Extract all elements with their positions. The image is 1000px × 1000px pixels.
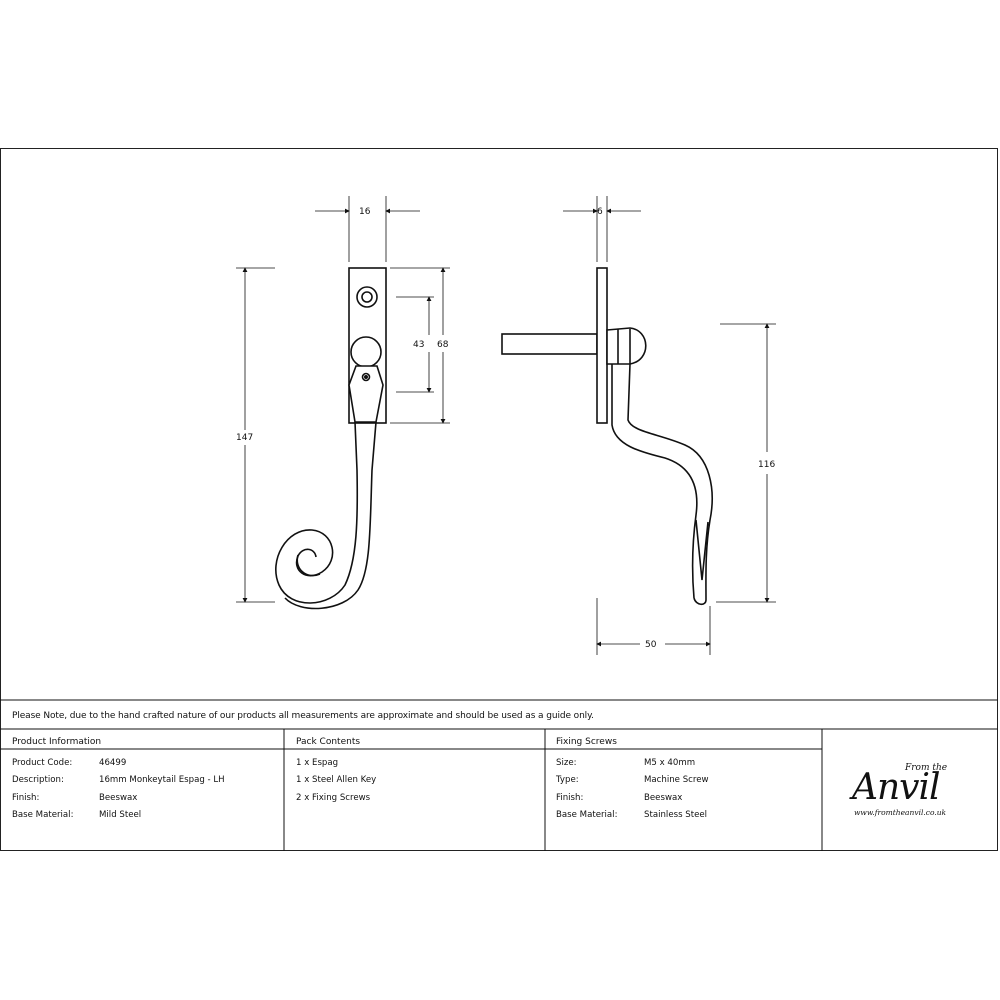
front-view bbox=[275, 267, 387, 610]
side-dimension-lines bbox=[563, 196, 776, 655]
dim-total-height: 147 bbox=[236, 433, 253, 443]
screw-material-value: Stainless Steel bbox=[644, 810, 708, 820]
screw-type-label: Type: bbox=[556, 775, 579, 785]
screw-finish-value: Beeswax bbox=[644, 793, 683, 803]
pack-item: 1 x Steel Allen Key bbox=[296, 775, 377, 785]
product-information-heading: Product Information bbox=[12, 737, 102, 747]
description-label: Description: bbox=[12, 775, 64, 785]
front-dimension-lines bbox=[236, 196, 450, 603]
finish-value: Beeswax bbox=[99, 793, 138, 803]
base-material-value: Mild Steel bbox=[99, 810, 142, 820]
screw-type-value: Machine Screw bbox=[644, 775, 709, 785]
dim-plate-height: 68 bbox=[437, 340, 449, 350]
logo-url: www.fromtheanvil.co.uk bbox=[854, 808, 947, 817]
finish-label: Finish: bbox=[12, 793, 40, 803]
measurement-note: Please Note, due to the hand crafted nat… bbox=[12, 711, 594, 721]
info-table-grid bbox=[0, 699, 998, 851]
logo-brand: Anvil bbox=[852, 767, 941, 808]
from-the-anvil-logo: From the Anvil www.fromtheanvil.co.uk bbox=[848, 761, 976, 821]
pack-item: 2 x Fixing Screws bbox=[296, 793, 371, 803]
dim-projection: 50 bbox=[645, 640, 657, 650]
dim-front-width: 16 bbox=[359, 207, 371, 217]
fixing-screws-heading: Fixing Screws bbox=[556, 737, 617, 747]
screw-size-label: Size: bbox=[556, 758, 577, 768]
dim-side-height: 116 bbox=[758, 460, 775, 470]
base-material-label: Base Material: bbox=[12, 810, 74, 820]
product-code-label: Product Code: bbox=[12, 758, 73, 768]
dim-side-plate: 6 bbox=[597, 207, 603, 217]
side-view bbox=[501, 267, 713, 606]
screw-size-value: M5 x 40mm bbox=[644, 758, 696, 768]
screw-finish-label: Finish: bbox=[556, 793, 584, 803]
logo-from-the: From the bbox=[905, 763, 948, 773]
pack-item: 1 x Espag bbox=[296, 758, 339, 768]
description-value: 16mm Monkeytail Espag - LH bbox=[99, 775, 225, 785]
dim-inner-height: 43 bbox=[413, 340, 424, 350]
screw-material-label: Base Material: bbox=[556, 810, 618, 820]
drawing-sheet bbox=[0, 148, 998, 851]
product-code-value: 46499 bbox=[99, 758, 127, 768]
pack-contents-heading: Pack Contents bbox=[296, 737, 361, 747]
